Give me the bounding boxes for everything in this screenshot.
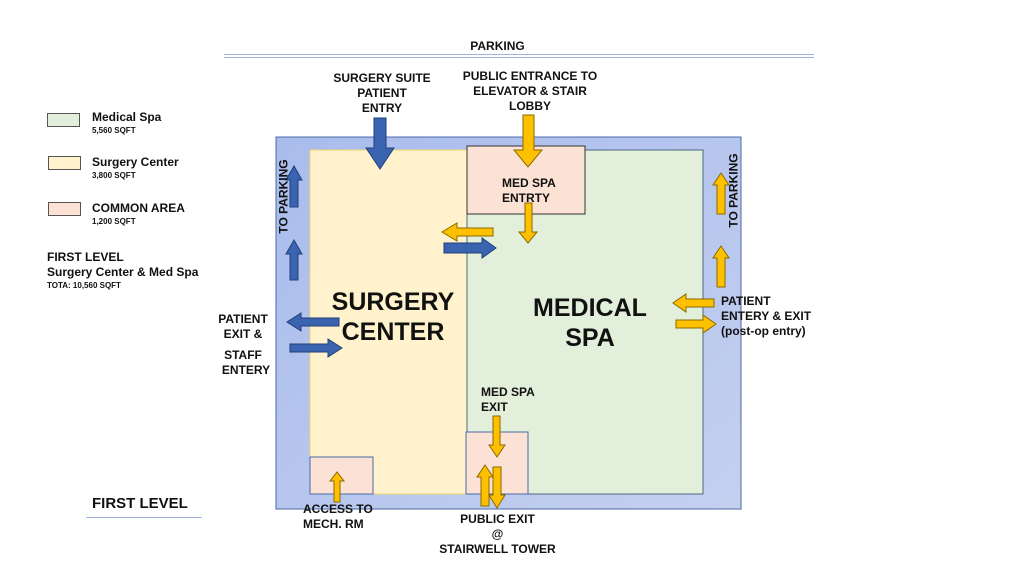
med-spa-entry-down-arrow-icon — [517, 202, 539, 244]
to-parking-right-arrow-lower-icon — [712, 245, 730, 288]
to-parking-left-label: TO PARKING — [276, 159, 291, 234]
surgery-to-medspa-arrow-icon — [443, 237, 497, 259]
legend-area-medical-spa: 5,560 SQFT — [92, 126, 136, 135]
legend-area-surgery-center: 3,800 SQFT — [92, 171, 136, 180]
legend-summary-subtitle: Surgery Center & Med Spa — [47, 265, 199, 279]
mech-room — [309, 456, 374, 495]
public-exit-down-arrow-icon — [488, 466, 506, 509]
to-parking-right-arrow-upper-icon — [712, 172, 730, 215]
legend-swatch-surgery-center — [48, 156, 81, 170]
medical-spa-label-line1: MEDICAL — [533, 294, 647, 322]
surgery-center-label-line1: SURGERY — [331, 288, 455, 316]
first-level-underline — [86, 517, 202, 518]
to-parking-left-arrow-upper-icon — [285, 164, 303, 208]
public-exit-label-line: PUBLIC EXIT — [460, 512, 535, 526]
patient-exit-label-line: EXIT & — [223, 327, 263, 341]
public-entrance-label-line: ELEVATOR & STAIR — [473, 84, 587, 98]
legend-swatch-common-area — [48, 202, 81, 216]
patient-entry-arrow-icon — [672, 293, 715, 313]
medical-spa-label-line2: SPA — [565, 324, 615, 352]
public-exit-label-line: @ — [491, 527, 504, 541]
surgery-entry-label-line: SURGERY SUITE — [333, 71, 431, 85]
public-entrance-arrow-icon — [512, 114, 544, 168]
legend-label-surgery-center: Surgery Center — [92, 155, 179, 169]
surgery-center-label-line2: CENTER — [341, 318, 445, 346]
med-spa-exit-label-line: EXIT — [481, 400, 508, 414]
staff-entry-label-line: STAFF — [224, 348, 262, 362]
surgery-entry-arrow-icon — [365, 117, 395, 170]
parking-divider — [224, 54, 814, 58]
to-parking-right-label: TO PARKING — [726, 153, 741, 228]
legend-summary-title: FIRST LEVEL — [47, 250, 124, 264]
medspa-to-surgery-arrow-icon — [441, 222, 494, 242]
first-level-title: FIRST LEVEL — [92, 495, 188, 512]
patient-entry-exit-label-line: ENTERY & EXIT — [721, 309, 812, 323]
public-exit-label-line: STAIRWELL TOWER — [439, 542, 556, 556]
public-entrance-label-line: LOBBY — [509, 99, 551, 113]
legend-swatch-medical-spa — [47, 113, 80, 127]
legend-label-common-area: COMMON AREA — [92, 201, 185, 215]
mech-room-arrow-icon — [328, 471, 346, 503]
access-mech-label-line: ACCESS TO — [303, 502, 373, 516]
med-spa-exit-label-line: MED SPA — [481, 385, 535, 399]
patient-exit-arrow-icon — [286, 312, 340, 332]
legend-label-medical-spa: Medical Spa — [92, 110, 162, 124]
med-spa-entry-label-line1: MED SPA — [502, 176, 556, 190]
patient-exit-label-line: PATIENT — [218, 312, 268, 326]
legend-area-common-area: 1,200 SQFT — [92, 217, 136, 226]
surgery-entry-label-line: PATIENT — [357, 86, 407, 100]
med-spa-exit-arrow-icon — [488, 415, 506, 458]
patient-exit-right-arrow-icon — [675, 314, 717, 334]
parking-label: PARKING — [470, 39, 525, 53]
access-mech-label-line: MECH. RM — [303, 517, 364, 531]
med-spa-entry-label-line2: ENTRTY — [502, 191, 550, 205]
staff-entry-arrow-icon — [289, 338, 343, 358]
legend-summary-total: TOTA: 10,560 SQFT — [47, 281, 121, 290]
patient-entry-exit-label-line: (post-op entry) — [721, 324, 806, 338]
staff-entry-label-line: ENTERY — [221, 363, 271, 377]
surgery-entry-label-line: ENTRY — [361, 101, 403, 115]
to-parking-left-arrow-lower-icon — [285, 238, 303, 281]
patient-entry-exit-label-line: PATIENT — [721, 294, 771, 308]
public-entrance-label-line: PUBLIC ENTRANCE TO — [462, 69, 598, 83]
